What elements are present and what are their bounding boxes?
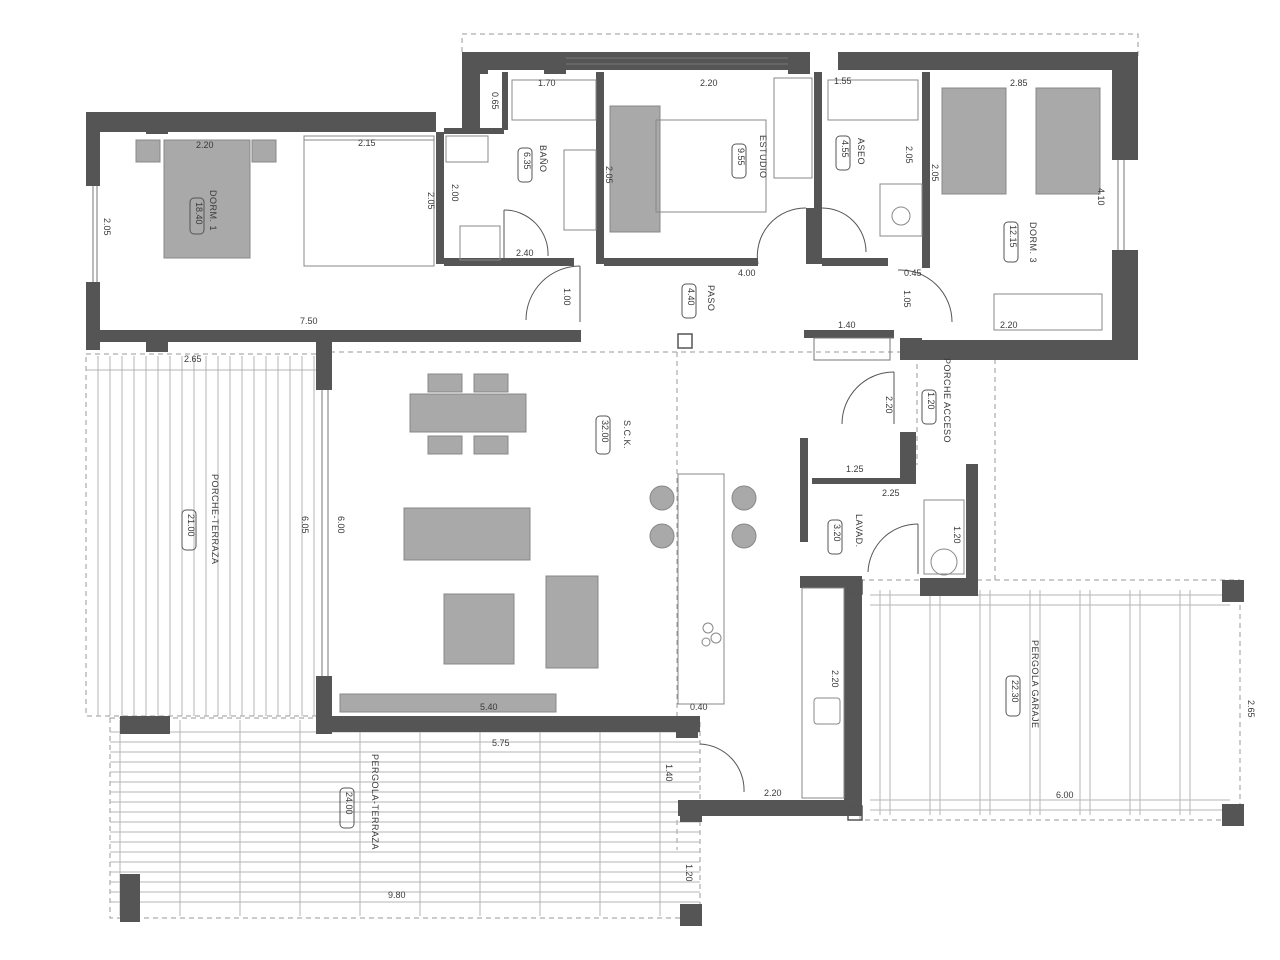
dim-2-20-porche: 2.20 [884,396,894,414]
dim-2-05-est: 2.05 [604,166,614,184]
area-lavad: 3.20 [832,524,842,542]
area-dorm1: 18.40 [194,202,204,225]
dim-2-20-dorm3: 2.20 [1000,320,1018,330]
area-bano: 6.35 [522,152,532,170]
dim-2-20-top: 2.20 [700,78,718,88]
label-sck: S.C.K. [622,420,632,449]
area-sck: 32.00 [600,420,610,443]
dim-4-00: 4.00 [738,268,756,278]
dim-2-25: 2.25 [882,488,900,498]
dim-1-55: 1.55 [834,76,852,86]
label-paso: PASO [706,285,716,311]
dim-0-40: 0.40 [690,702,708,712]
dim-1-25: 1.25 [846,464,864,474]
label-pergola-terraza: PERGOLA-TERRAZA [370,754,380,850]
furniture [135,87,1101,713]
dim-2-65: 2.65 [184,354,202,364]
dim-1-05: 1.05 [902,290,912,308]
label-lavad: LAVAD. [854,514,864,548]
dim-2-20-bot: 2.20 [764,788,782,798]
label-pergola-garaje: PERGOLA GARAJE [1030,640,1040,729]
area-dorm3: 12.15 [1008,225,1018,248]
dim-6-00-sck: 6.00 [336,516,346,534]
pergola-garaje-slats [870,590,1230,815]
pergola-terraza-slats [110,720,700,916]
label-dorm3: DORM. 3 [1028,222,1038,263]
area-pergola-terraza: 24.00 [344,792,354,815]
dim-2-65-right: 2.65 [1246,700,1256,718]
area-paso: 4.40 [686,288,696,306]
dim-6-00-garaje: 6.00 [1056,790,1074,800]
dim-2-05-dorm1: 2.05 [426,192,436,210]
porche-terraza-slats [86,356,322,716]
column-markers [677,333,863,821]
dim-2-00-bano: 2.00 [450,184,460,202]
outline-furniture [445,77,1103,799]
dim-1-20-bot: 1.20 [684,864,694,882]
area-porche-acceso: 1.20 [926,392,936,410]
dim-2-15: 2.15 [358,138,376,148]
label-aseo: ASEO [856,138,866,165]
dim-0-45: 0.45 [904,268,922,278]
dim-1-00-a: 1.00 [562,288,572,306]
dim-6-05: 6.05 [300,516,310,534]
dim-7-50: 7.50 [300,316,318,326]
dim-2-40: 2.40 [516,248,534,258]
dim-4-10: 4.10 [1096,188,1106,206]
label-estudio: ESTUDIO [758,135,768,179]
dim-5-40: 5.40 [480,702,498,712]
label-dorm1: DORM. 1 [208,190,218,231]
dim-2-05-dorm3: 2.05 [930,164,940,182]
columns [120,52,1244,926]
dim-2-20-dorm: 2.20 [196,140,214,150]
dim-2-05-left: 2.05 [102,218,112,236]
dim-1-40-top: 1.40 [838,320,856,330]
area-pergola-garaje: 22.30 [1010,680,1020,703]
walls [86,52,1138,816]
area-porche-terraza: 21.00 [186,514,196,537]
label-porche-terraza: PORCHE-TERRAZA [210,474,220,565]
dim-1-70: 1.70 [538,78,556,88]
dim-0-65: 0.65 [490,92,500,110]
room-labels: DORM. 1 18.40 BAÑO 6.35 ESTUDIO 9.55 ASE… [186,135,1040,850]
dim-1-40-bot: 1.40 [664,764,674,782]
windows [92,57,1125,676]
dim-2-20-kitch: 2.20 [830,670,840,688]
dim-9-80: 9.80 [388,890,406,900]
area-boxes [181,135,1021,829]
label-bano: BAÑO [538,145,548,173]
doors [503,207,953,793]
dim-2-85: 2.85 [1010,78,1028,88]
area-estudio: 9.55 [736,148,746,166]
dim-1-20-lav: 1.20 [952,526,962,544]
area-aseo: 4.55 [840,140,850,158]
dim-5-75: 5.75 [492,738,510,748]
label-porche-acceso: PORCHE ACCESO [942,358,952,443]
dimensions: 1.70 0.65 2.20 1.55 2.85 2.20 2.15 2.05 … [102,76,1256,900]
dim-2-05-aseo: 2.05 [904,146,914,164]
